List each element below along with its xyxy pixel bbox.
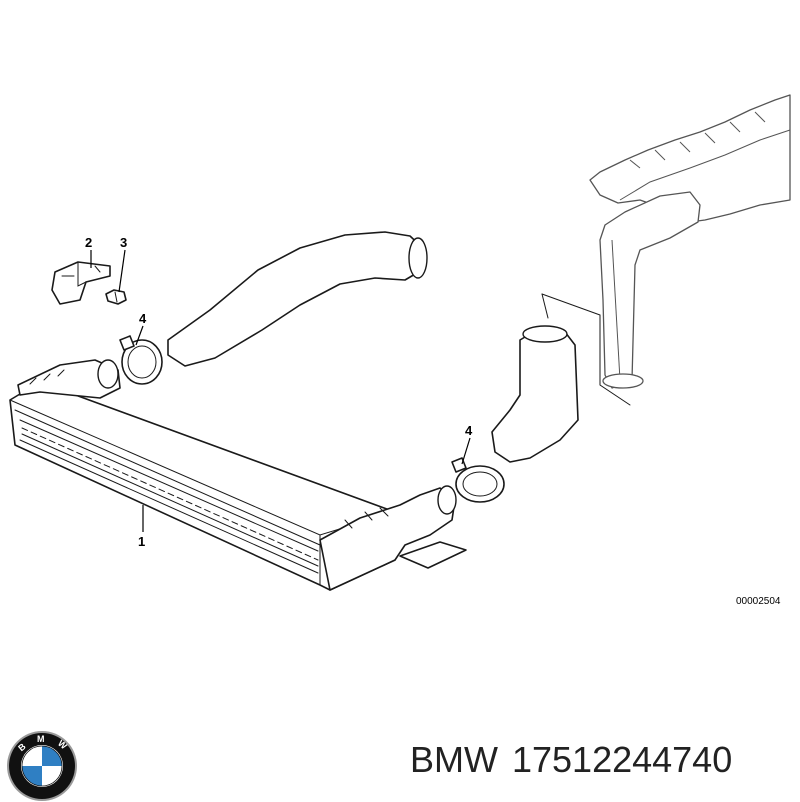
callout-2: 2 [85, 235, 92, 250]
diagram-reference-code: 00002504 [736, 596, 781, 607]
upper-hose [167, 231, 428, 367]
leader-line-3 [118, 249, 126, 293]
intake-manifold-pipe [589, 94, 791, 389]
screw-part [105, 289, 127, 305]
intercooler-part [9, 359, 467, 591]
callout-4-left: 4 [139, 311, 147, 326]
callout-4-right: 4 [465, 423, 473, 438]
part-caption: BMW 17512244740 [410, 738, 790, 782]
logo-letter-b: B [16, 741, 28, 753]
bracket-part [51, 261, 111, 305]
callout-3: 3 [120, 235, 127, 250]
brand-name: BMW [410, 739, 498, 780]
lower-right-hose [491, 325, 579, 463]
hose-clamp-right [451, 457, 505, 503]
callout-1: 1 [138, 534, 145, 549]
leader-line-4-left [135, 325, 144, 346]
leader-line-4-right [461, 437, 471, 465]
gasket-plate [541, 293, 631, 406]
part-number: 17512244740 [511, 739, 733, 780]
logo-letter-m: M [37, 734, 45, 744]
hose-clamp-left [119, 335, 163, 385]
bmw-logo: B M W [7, 731, 77, 801]
